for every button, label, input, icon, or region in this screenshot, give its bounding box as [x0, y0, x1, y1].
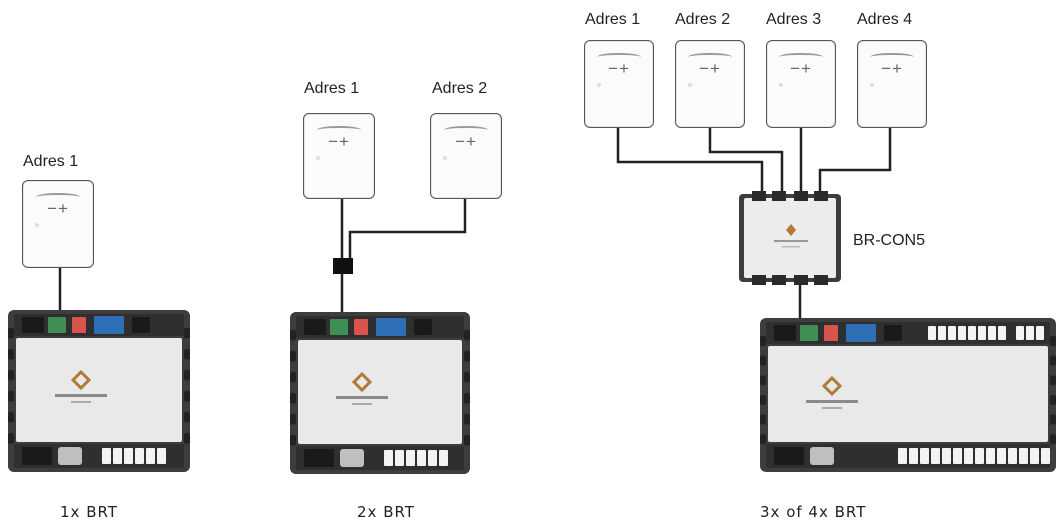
thermostat-minus-plus-icon: −+ — [881, 59, 903, 78]
thermostat-minus-plus-icon: −+ — [608, 59, 630, 78]
setup-3-address-1-label: Adres 1 — [585, 11, 641, 28]
thermostat-minus-plus-icon: −+ — [328, 132, 350, 151]
setup-1-thermostat: −+ — [22, 180, 94, 268]
setup-3-address-4-label: Adres 4 — [857, 11, 913, 28]
setup-1-address-1-label: Adres 1 — [23, 153, 79, 170]
br-con5-connector — [739, 191, 841, 285]
thermostat-minus-plus-icon: −+ — [790, 59, 812, 78]
thermostat-minus-plus-icon: −+ — [455, 132, 477, 151]
setup-2-thermostat-1: −+ — [303, 113, 375, 199]
setup-2-caption: 2x BRT — [357, 503, 415, 521]
setup-3-thermostat-1: −+ — [584, 40, 654, 128]
controller-3 — [760, 318, 1056, 472]
splitter-block — [333, 258, 353, 274]
setup-1-caption: 1x BRT — [60, 503, 118, 521]
controller-1 — [8, 310, 190, 472]
setup-3-thermostat-4: −+ — [857, 40, 927, 128]
setup-2-address-1-label: Adres 1 — [304, 80, 360, 97]
setup-3-address-3-label: Adres 3 — [766, 11, 822, 28]
setup-2-address-2-label: Adres 2 — [432, 80, 488, 97]
setup-2-thermostat-2: −+ — [430, 113, 502, 199]
setup-3-caption: 3x of 4x BRT — [760, 503, 867, 521]
thermostat-minus-plus-icon: −+ — [47, 199, 69, 218]
setup-3-thermostat-2: −+ — [675, 40, 745, 128]
setup-3-thermostat-3: −+ — [766, 40, 836, 128]
br-con5-label: BR-CON5 — [853, 232, 926, 249]
setup-3-address-2-label: Adres 2 — [675, 11, 731, 28]
thermostat-minus-plus-icon: −+ — [699, 59, 721, 78]
controller-2 — [290, 312, 470, 474]
